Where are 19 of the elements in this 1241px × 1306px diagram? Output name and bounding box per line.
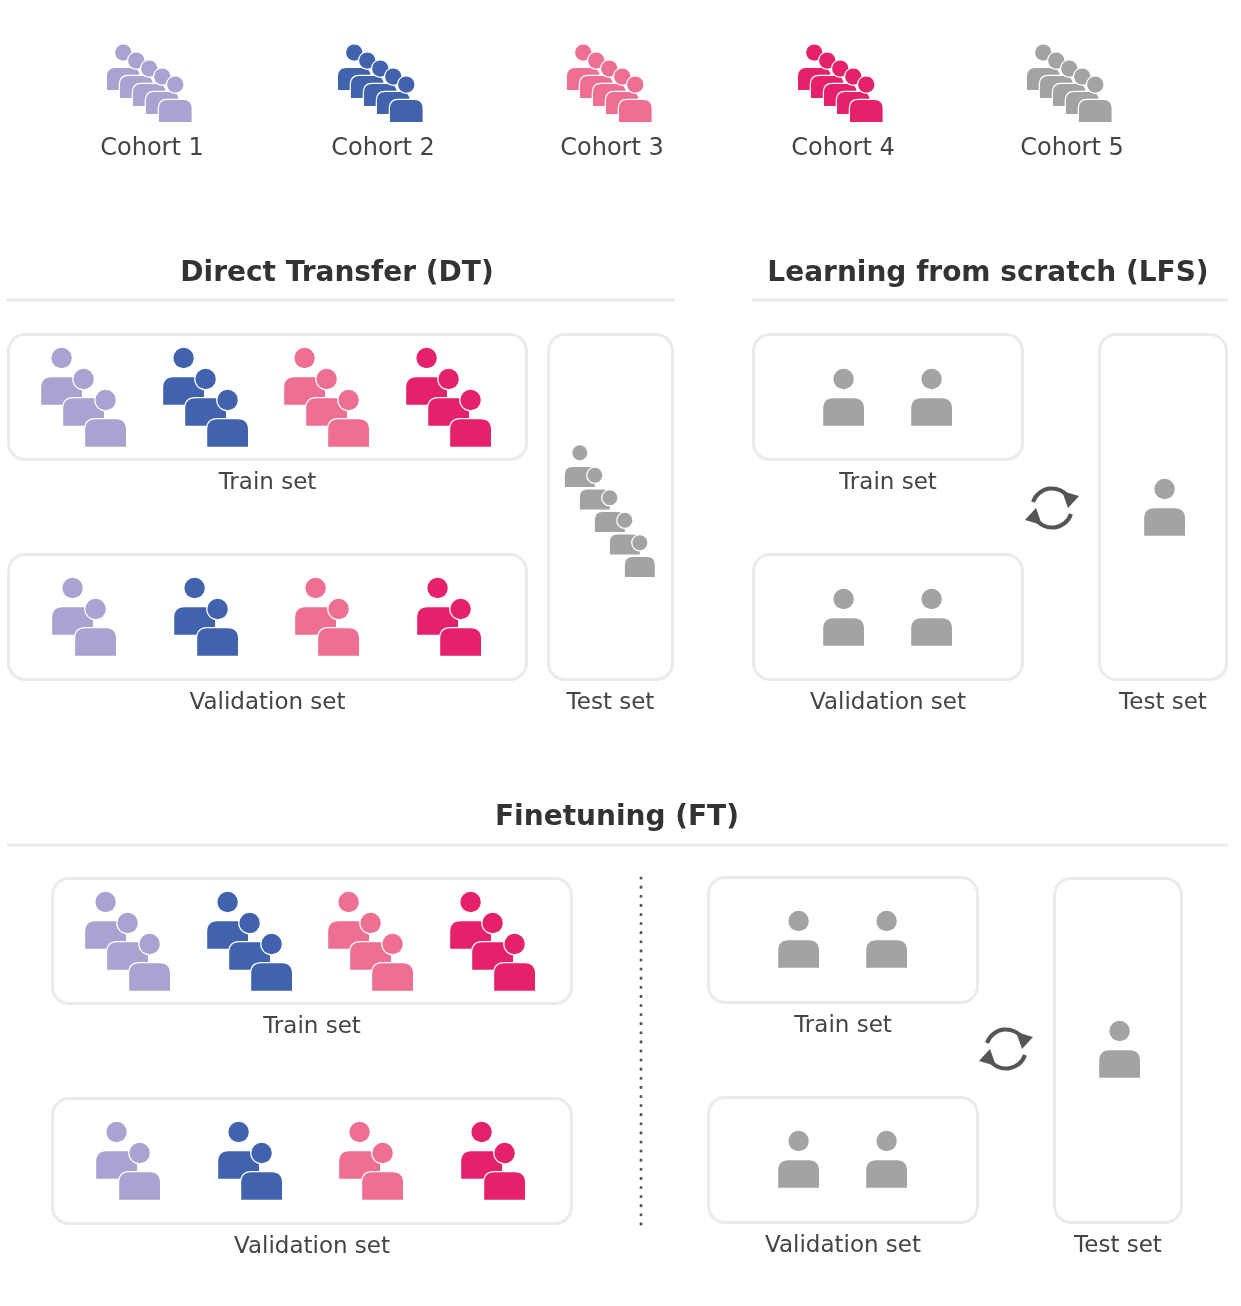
set-label: Validation set [188, 688, 347, 714]
section-heading: Finetuning (FT) [495, 799, 739, 832]
cohort-label: Cohort 5 [1020, 133, 1124, 161]
set-label: Validation set [232, 1232, 391, 1258]
cohort-label: Cohort 2 [331, 133, 435, 161]
set-label: Train set [793, 1011, 893, 1037]
section-heading: Learning from scratch (LFS) [767, 255, 1209, 288]
cohort-label: Cohort 3 [560, 133, 664, 161]
set-label: Train set [217, 468, 318, 494]
set-label: Train set [838, 468, 938, 494]
cohort-label: Cohort 1 [100, 133, 204, 161]
section-heading: Direct Transfer (DT) [180, 255, 494, 288]
set-label: Train set [262, 1012, 362, 1038]
set-label: Validation set [808, 688, 967, 714]
set-label: Test set [1073, 1231, 1163, 1257]
set-label: Test set [565, 688, 656, 714]
set-label: Validation set [763, 1231, 922, 1257]
set-label: Test set [1118, 688, 1208, 714]
cohort-label: Cohort 4 [791, 133, 895, 161]
